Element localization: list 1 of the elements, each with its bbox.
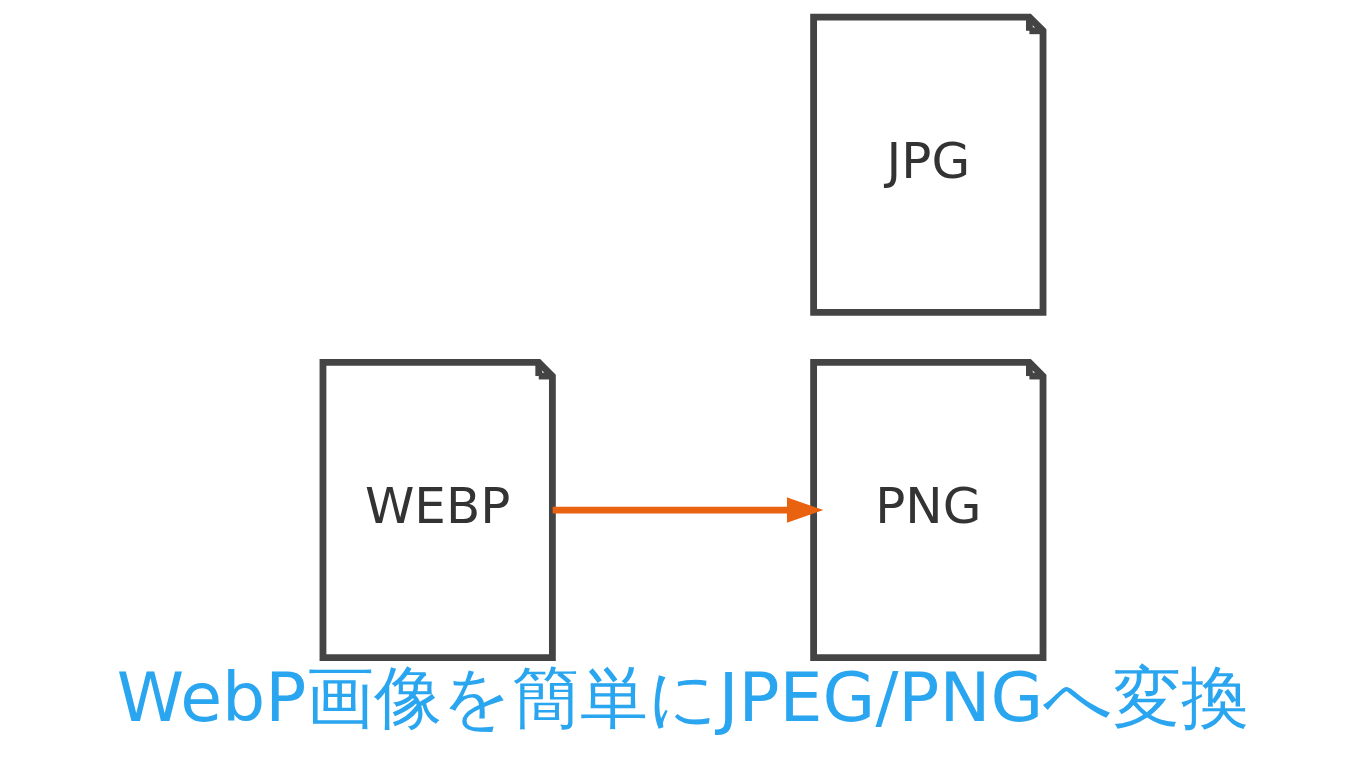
arrow — [552, 497, 824, 523]
